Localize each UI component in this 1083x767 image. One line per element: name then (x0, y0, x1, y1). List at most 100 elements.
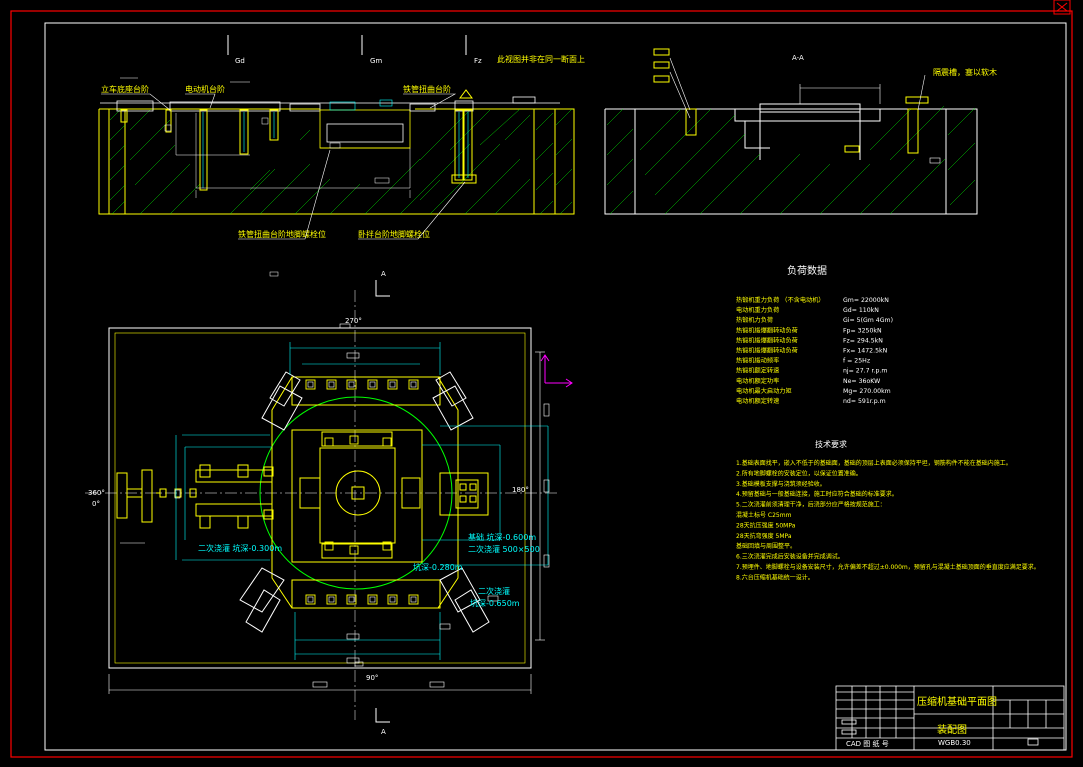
load-label-gd: Gd (235, 57, 245, 65)
tech-requirement-item: 5.二次浇灌前须清理干净，后浇部分应严格按规范施工： (736, 501, 886, 509)
plan-diagonal-arms (239, 371, 490, 633)
annotation-center-pit-size: 二次浇灌 500×500 (468, 544, 540, 554)
inner-frame (44, 22, 1067, 751)
section-aa-note: 隔震槽，塞以软木 (933, 67, 997, 77)
section-foundation (98, 108, 575, 215)
section-view-note: 此视图并非在同一断面上 (497, 54, 585, 64)
section-anchor-bolts (120, 89, 477, 191)
tech-requirement-item: 4.预留基础与一般基础连接，施工时应符合基础的标准要求。 (736, 490, 898, 498)
plan-central-block (291, 429, 423, 563)
label-base-platform: 立车底座台阶 (101, 84, 149, 94)
plan-dimension-lines-white (108, 323, 550, 694)
load-label-gm: Gm (370, 57, 382, 65)
load-row-value: Gm= 22000kN (843, 297, 889, 304)
plan-left-motor-rail (195, 464, 274, 529)
plan-bottom-rail (291, 579, 441, 609)
plan-far-left-feature (116, 469, 197, 523)
outer-frame (10, 10, 1073, 758)
section-aa: A-A 隔震槽，塞以软木 (604, 48, 997, 215)
plan-centerlines (85, 290, 560, 720)
load-row-value: Gd= 110kN (843, 307, 879, 314)
load-row-value: Fz= 294.5kN (843, 337, 883, 344)
label-bolt-b: 卧拌台阶地脚螺栓位 (358, 229, 430, 239)
load-row-name: 电动机重力负荷 (736, 306, 779, 314)
tech-requirement-item: 28天抗压强度 50MPa (736, 521, 796, 529)
load-table-rows: 热锻机重力负荷 （不含电动机） Gm= 22000kN 电动机重力负荷 Gd= 110… (736, 296, 893, 405)
tech-requirements: 技术要求 1.基础表面找平，嵌入不低于的基础面，基础的顶层上表面必须保持平坦，钢… (736, 439, 1040, 581)
section-view: Gd Gm Fz 此视图并非在同一断面上 立车底座台阶 电动机台阶 铁管扭曲台阶… (98, 35, 585, 277)
label-motor-platform: 电动机台阶 (185, 84, 225, 94)
load-row-value: Mg= 270.00km (843, 388, 891, 395)
load-table: 负荷数据 热锻机重力负荷 （不含电动机） Gm= 22000kN 电动机重力负荷 Gd… (736, 264, 893, 405)
tech-requirement-item: 2.所有地脚螺栓的安装定位，以保证位置准确。 (736, 469, 862, 477)
load-arrows (227, 35, 467, 55)
title-block-drawing-number: WGB0.30 (938, 739, 971, 747)
tech-requirement-item: 6.三次浇灌完成后安装设备并完成调试。 (736, 553, 844, 561)
angle-label-left-b: 0° (92, 500, 100, 508)
plan-right-block (439, 472, 489, 516)
tech-requirement-item: 7.预埋件、地脚螺栓与设备安装尺寸，允许偏差不超过±0.000m，预留孔与混凝土… (736, 563, 1040, 571)
annotation-right-level-a: 二次浇灌 (478, 586, 510, 596)
tech-requirements-list: 1.基础表面找平，嵌入不低于的基础面，基础的顶层上表面必须保持平坦，钢筋构件不能… (736, 459, 1040, 581)
plan-inner-boundary (114, 332, 526, 664)
section-leader-lines (101, 77, 466, 240)
load-label-fz: Fz (474, 57, 482, 65)
load-row-name: 电动机额定转速 (736, 397, 779, 405)
load-row-name: 电动机最大启动力矩 (736, 387, 792, 395)
plan-rotation-circle (259, 396, 453, 590)
load-row-value: nd= 591r.p.m (843, 398, 886, 405)
load-row-value: f = 25Hz (843, 358, 870, 365)
plan-section-marker-a-bottom: A (381, 728, 386, 736)
tech-requirement-item: 1.基础表面找平，嵌入不低于的基础面，基础的顶层上表面必须保持平坦，钢筋构件不能… (736, 459, 1012, 467)
angle-label-bottom: 90° (366, 674, 378, 682)
load-row-value: Fp= 3250kN (843, 327, 882, 334)
section-equipment (100, 96, 560, 149)
section-aa-hatching (606, 105, 976, 215)
load-row-value: Fx= 1472.5kN (843, 348, 888, 355)
plan-outer-boundary (108, 327, 532, 669)
tech-requirements-title: 技术要求 (815, 439, 847, 449)
plan-section-marker-a-top: A (381, 270, 386, 278)
ucs-axis-icon (540, 354, 573, 388)
angle-label-left-a: 360° (88, 489, 105, 497)
title-block-footer: CAD 图 纸 号 (846, 739, 889, 748)
load-row-name: 热锻机锻爆翻转动负荷 (736, 326, 798, 334)
plan-dimension-lines-cyan (175, 342, 549, 660)
tech-requirement-item: 28天抗弯强度 5MPa (736, 532, 792, 540)
label-pipe-bracket: 铁管扭曲台阶 (403, 84, 451, 94)
load-row-name: 热锻机锻爆翻转动负荷 (736, 347, 798, 355)
section-hatching (109, 108, 573, 215)
load-row-value: Ne= 36oKW (843, 378, 880, 385)
title-block (835, 685, 1065, 751)
plan-top-rail (291, 376, 441, 406)
annotation-center-pit: 基础 坑深-0.600m (468, 532, 536, 542)
tech-requirement-item: 3.基础模板支撑与浇筑须经验收。 (736, 480, 826, 488)
section-aa-leaders (669, 57, 941, 164)
load-row-value: Gi= 5(Gm 4Gm) (843, 317, 893, 324)
load-row-name: 热锻机力负荷 (736, 316, 773, 324)
load-row-name: 电动机额定功率 (736, 377, 779, 385)
load-row-name: 热锻机锻爆翻转动负荷 (736, 336, 798, 344)
angle-label-top: 270° (345, 317, 362, 325)
load-row-value: nj= 27.7 r.p.m (843, 368, 887, 375)
load-row-name: 热锻机额定转速 (736, 367, 779, 375)
section-aa-title: A-A (792, 54, 804, 62)
annotation-right-level-b: 坑深-0.650m (470, 598, 520, 608)
tech-requirement-item: 8.六台压缩机基础统一设计。 (736, 573, 814, 581)
plan-section-marker-top (375, 280, 390, 297)
corner-close-icon[interactable] (1053, 0, 1071, 15)
section-dimension-lines (164, 113, 411, 277)
section-aa-bolts (653, 48, 929, 154)
load-table-title: 负荷数据 (787, 264, 827, 277)
tech-requirement-item: 混凝土标号 C25mm (736, 511, 792, 519)
load-row-name: 热锻机重力负荷 （不含电动机） (736, 296, 825, 304)
title-block-drawing-type: 装配图 (937, 723, 967, 736)
plan-section-marker-bottom (375, 708, 390, 723)
label-bolt-a: 铁管扭曲台阶地脚螺栓位 (238, 229, 326, 239)
annotation-left-level: 二次浇灌 坑深-0.300m (198, 543, 282, 553)
load-row-name: 热锻机锻动频率 (736, 357, 779, 365)
plan-bolt-pockets (305, 379, 419, 605)
corner-close-icon-x2 (1056, 2, 1068, 12)
